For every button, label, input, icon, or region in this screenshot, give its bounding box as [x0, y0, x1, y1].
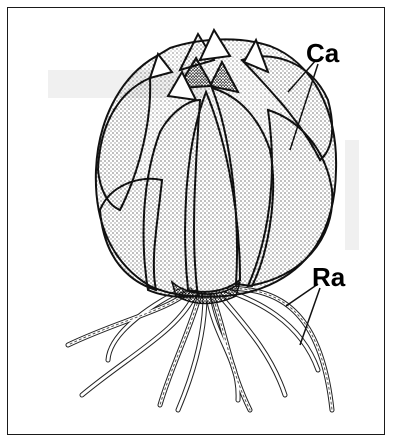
- label-ca: Ca: [306, 40, 339, 66]
- label-ra: Ra: [312, 264, 345, 290]
- roots: [68, 288, 332, 410]
- scales: [98, 56, 332, 296]
